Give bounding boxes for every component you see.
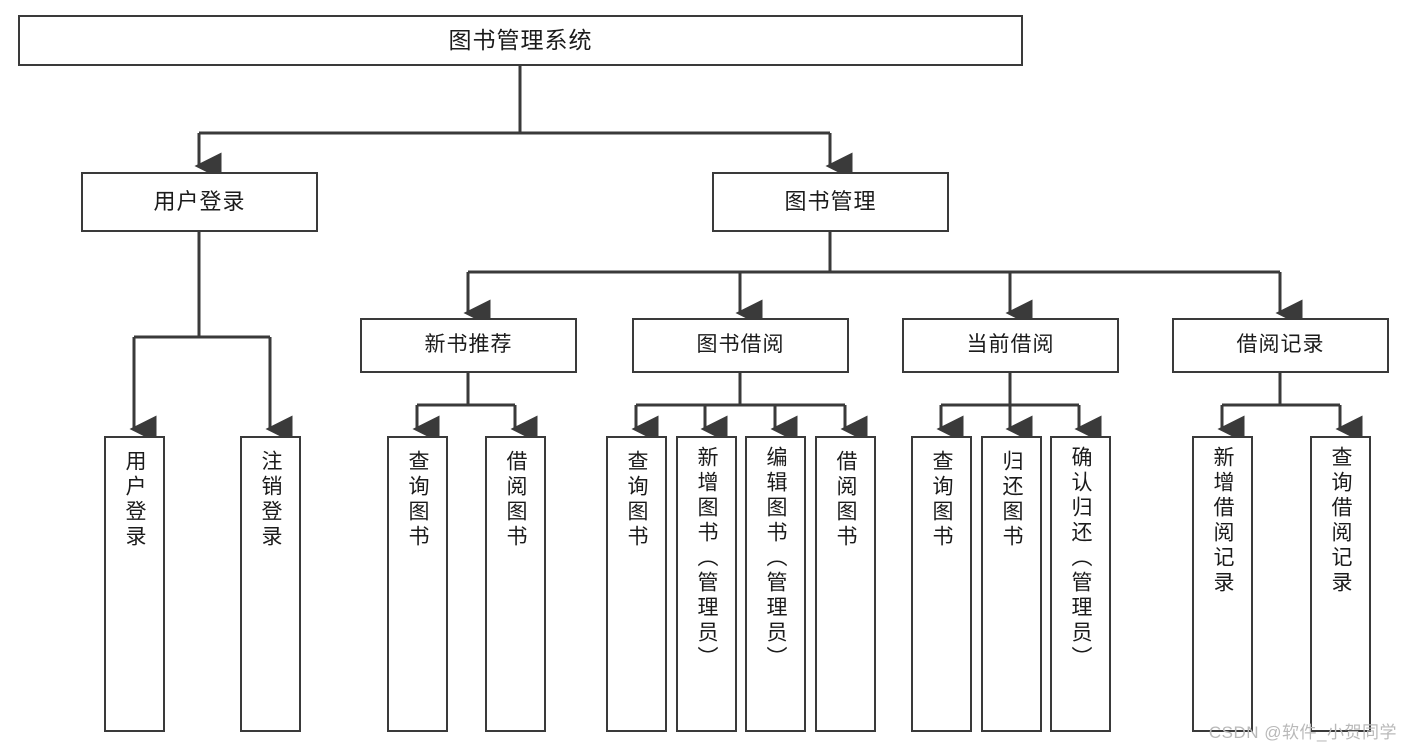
node-new-book-recommend[interactable]: 新书推荐 [360, 318, 577, 373]
node-leaf-edit-book[interactable]: 编辑图书（管理员） [745, 436, 806, 732]
node-leaf-user-login-label: 用户登录 [123, 450, 146, 550]
node-leaf-add-record[interactable]: 新增借阅记录 [1192, 436, 1253, 732]
node-leaf-return-book[interactable]: 归还图书 [981, 436, 1042, 732]
node-leaf-query-book-2[interactable]: 查询图书 [606, 436, 667, 732]
node-leaf-add-book-label: 新增图书（管理员） [695, 446, 718, 671]
node-leaf-query-record[interactable]: 查询借阅记录 [1310, 436, 1371, 732]
node-leaf-query-book-3[interactable]: 查询图书 [911, 436, 972, 732]
node-leaf-borrow-book-2[interactable]: 借阅图书 [815, 436, 876, 732]
node-root[interactable]: 图书管理系统 [18, 15, 1023, 66]
node-leaf-query-book-2-label: 查询图书 [625, 450, 648, 550]
node-leaf-borrow-book-1-label: 借阅图书 [504, 450, 527, 550]
node-leaf-query-book-3-label: 查询图书 [930, 450, 953, 550]
node-user-login-label: 用户登录 [153, 189, 246, 215]
csdn-watermark: CSDN @软件_小贺同学 [1208, 723, 1397, 742]
node-book-manage[interactable]: 图书管理 [712, 172, 949, 232]
node-leaf-user-logout-label: 注销登录 [259, 450, 282, 550]
node-leaf-query-book-1-label: 查询图书 [406, 450, 429, 550]
node-leaf-add-record-label: 新增借阅记录 [1211, 446, 1234, 596]
node-new-book-recommend-label: 新书推荐 [424, 333, 513, 357]
node-current-borrow[interactable]: 当前借阅 [902, 318, 1119, 373]
node-book-borrow[interactable]: 图书借阅 [632, 318, 849, 373]
node-root-label: 图书管理系统 [448, 27, 593, 54]
node-leaf-borrow-book-2-label: 借阅图书 [834, 450, 857, 550]
node-leaf-return-book-label: 归还图书 [1000, 450, 1023, 550]
node-leaf-query-book-1[interactable]: 查询图书 [387, 436, 448, 732]
node-borrow-record-label: 借阅记录 [1236, 333, 1325, 357]
node-borrow-record[interactable]: 借阅记录 [1172, 318, 1389, 373]
node-leaf-edit-book-label: 编辑图书（管理员） [764, 446, 787, 671]
node-leaf-query-record-label: 查询借阅记录 [1329, 446, 1352, 596]
node-leaf-user-logout[interactable]: 注销登录 [240, 436, 301, 732]
node-book-borrow-label: 图书借阅 [696, 333, 785, 357]
node-leaf-add-book[interactable]: 新增图书（管理员） [676, 436, 737, 732]
node-leaf-confirm-return[interactable]: 确认归还（管理员） [1050, 436, 1111, 732]
node-leaf-user-login[interactable]: 用户登录 [104, 436, 165, 732]
node-book-manage-label: 图书管理 [784, 189, 877, 215]
node-current-borrow-label: 当前借阅 [966, 333, 1055, 357]
node-leaf-borrow-book-1[interactable]: 借阅图书 [485, 436, 546, 732]
node-leaf-confirm-return-label: 确认归还（管理员） [1069, 446, 1092, 671]
node-user-login[interactable]: 用户登录 [81, 172, 318, 232]
